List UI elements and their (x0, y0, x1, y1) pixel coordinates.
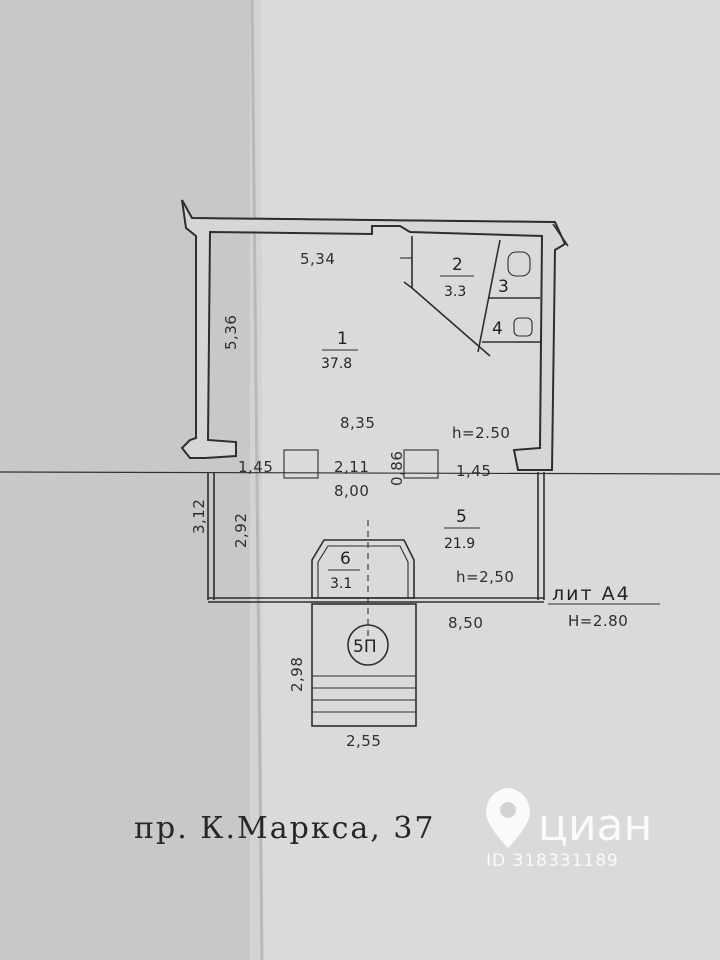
room-1-area: 37.8 (321, 356, 352, 372)
top-wall-break (181, 199, 556, 223)
dim-stair-width: 2,55 (346, 732, 381, 750)
room-6-number: 6 (340, 549, 351, 569)
dim-ceiling-upper: h=2.50 (452, 424, 510, 442)
room-2-number: 2 (452, 255, 463, 275)
paper-fold-line (250, 0, 264, 960)
dim-stair-height: 2,98 (288, 657, 306, 692)
lit-height: Н=2.80 (568, 612, 628, 630)
dim-left-height: 5,36 (222, 315, 240, 350)
room-3-number: 3 (498, 277, 509, 297)
dim-width-mid: 8,00 (334, 482, 369, 500)
room-1-number: 1 (337, 329, 348, 349)
dim-ceiling-lower: h=2,50 (456, 568, 514, 586)
dim-pier-right: 1,45 (456, 462, 491, 480)
dim-pier-height: 0,86 (388, 451, 406, 486)
small-rooms (400, 236, 540, 357)
stair-circle (347, 624, 389, 666)
location-pin-icon (486, 788, 530, 848)
toilet-icon (507, 251, 531, 277)
horizontal-crease (0, 471, 720, 475)
right-wall-break (552, 223, 569, 247)
watermark-id: ID 318331189 (486, 851, 619, 871)
dim-room1-width: 8,35 (340, 414, 375, 432)
dim-bottom-width: 8,50 (448, 614, 483, 632)
address-label: пр. К.Маркса, 37 (134, 811, 436, 846)
stair-label: 5П (353, 637, 377, 657)
dim-pier-left: 1,45 (238, 458, 273, 476)
upper-block-walls (180, 199, 569, 471)
stair (311, 603, 417, 727)
room-4-number: 4 (492, 319, 503, 339)
room-6-area: 3.1 (330, 576, 352, 592)
dim-left-inner: 2,92 (232, 513, 250, 548)
cian-watermark: циан ID 318331189 (486, 788, 652, 871)
lit-label: лит А4 (552, 583, 631, 605)
dim-left-outer: 3,12 (190, 499, 208, 534)
lower-block (207, 449, 545, 640)
watermark-brand: циан (538, 800, 652, 851)
dim-top-width: 5,34 (300, 250, 335, 268)
room-5-area: 21.9 (444, 536, 475, 552)
dim-opening: 2,11 (334, 458, 369, 476)
room-5-number: 5 (456, 507, 467, 527)
room-2-area: 3.3 (444, 284, 466, 300)
sink-icon (513, 317, 533, 337)
